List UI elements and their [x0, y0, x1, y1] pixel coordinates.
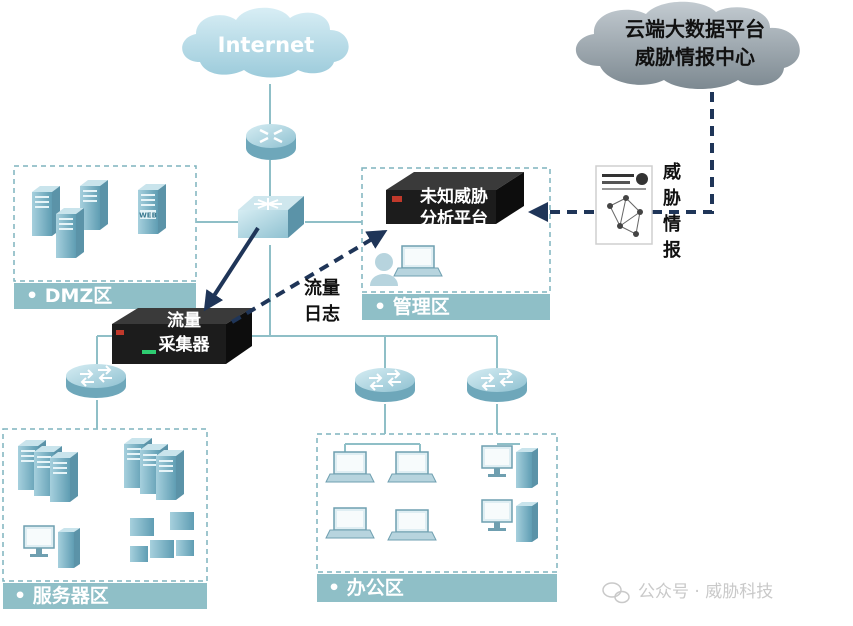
- watermark-text: 公众号 · 威胁科技: [638, 582, 773, 602]
- server-icon: [80, 180, 108, 230]
- core-switch-icon: [238, 196, 304, 238]
- router-icon: [246, 124, 296, 160]
- collector-label-line2: 采集器: [158, 334, 211, 355]
- internet-label: Internet: [218, 33, 315, 57]
- office-zone-label-bg: [317, 574, 557, 602]
- server-icon: [56, 208, 84, 258]
- server-icon: [50, 452, 78, 502]
- mirror-arrow: [203, 226, 260, 312]
- server-zone-devices: [18, 438, 194, 569]
- flow-log-arrow: [230, 229, 388, 324]
- switch-icon: [65, 363, 127, 399]
- threat-intel-char-3: 情: [663, 214, 681, 235]
- office-lan-lines: [344, 443, 520, 452]
- flow-log-label-line2: 日志: [304, 303, 340, 325]
- threat-intel-char-1: 威: [663, 161, 681, 183]
- switch-icon: [354, 367, 416, 403]
- switch-icon: [466, 367, 528, 403]
- mgmt-zone-label: • 管理区: [374, 295, 450, 318]
- bigdata-label-line1: 云端大数据平台: [625, 17, 765, 41]
- threat-intel-label: 威 胁 情 报: [663, 161, 681, 261]
- server-zone: • 服务器区: [2, 428, 208, 609]
- admin-user-icon: [370, 253, 398, 286]
- server-icon: [156, 450, 184, 500]
- office-zone-label: • 办公区: [328, 576, 404, 599]
- flow-log-label-line1: 流量: [304, 277, 340, 299]
- watermark: 公众号 · 威胁科技: [602, 582, 773, 604]
- threat-intel-char-4: 报: [663, 239, 681, 261]
- dmz-servers: WEB: [32, 180, 166, 258]
- bigdata-label-line2: 威胁情报中心: [635, 45, 755, 69]
- analysis-platform-device: 未知威胁 分析平台: [386, 172, 524, 229]
- mgmt-zone-label-bg: [362, 294, 550, 320]
- threat-intel-document-icon: [595, 165, 653, 245]
- server-zone-label-bg: [3, 583, 207, 609]
- wechat-icon: [602, 582, 630, 604]
- analysis-label-line2: 分析平台: [420, 208, 488, 229]
- server-zone-label: • 服务器区: [14, 584, 109, 607]
- stacked-servers-icon: [130, 512, 194, 562]
- bigdata-cloud: 云端大数据平台 威胁情报中心: [575, 1, 800, 90]
- flow-collector-device: 流量 采集器: [112, 308, 252, 364]
- threat-intel-char-2: 胁: [663, 188, 681, 209]
- collector-label-line1: 流量: [167, 310, 201, 331]
- admin-workstation: [370, 245, 443, 286]
- internet-cloud: Internet: [182, 7, 349, 78]
- dmz-zone-label-bg: [14, 283, 196, 309]
- analysis-label-line1: 未知威胁: [419, 186, 488, 207]
- web-badge: WEB: [139, 212, 157, 220]
- office-zone-devices: [325, 443, 539, 543]
- dmz-zone-label: • DMZ区: [26, 285, 112, 307]
- server-icon: [32, 186, 60, 236]
- threat-intel-arrow: [528, 92, 714, 222]
- web-server-icon: WEB: [138, 184, 166, 234]
